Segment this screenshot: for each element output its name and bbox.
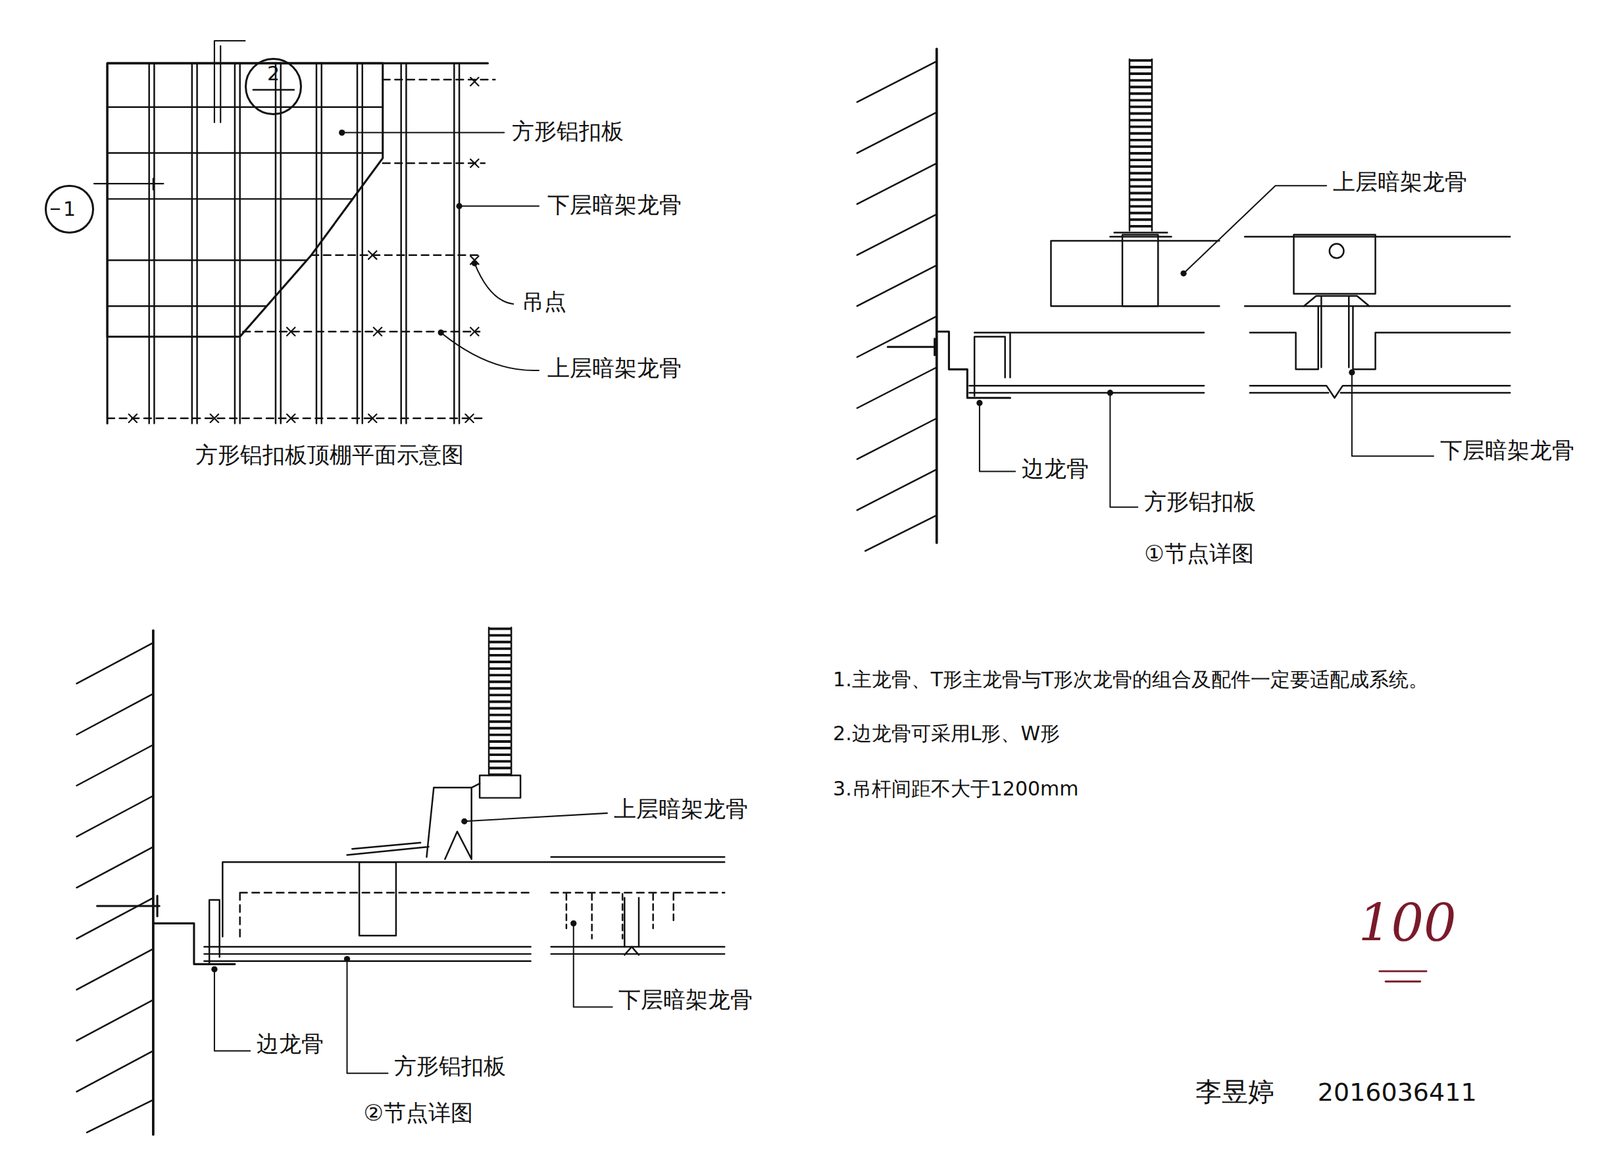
note-text: 1.主龙骨、T形主龙骨与T形次龙骨的组合及配件一定要适配成系统。	[831, 668, 1430, 692]
note-text: 3.吊杆间距不大于1200mm	[831, 777, 1080, 801]
part-label: 边龙骨	[1020, 455, 1091, 482]
part-label: 上层暗架龙骨	[1331, 169, 1469, 195]
part-label: 下层暗架龙骨	[617, 986, 754, 1013]
callout-number: 1	[63, 198, 76, 220]
signature: 李昱婷	[1194, 1076, 1276, 1107]
callout-circle: 1	[44, 184, 94, 234]
part-label: ②节点详图	[362, 1100, 475, 1126]
ceiling-plan	[51, 40, 539, 424]
part-label: 方形铝扣板	[1142, 488, 1258, 515]
part-label: 方形铝扣板顶棚平面示意图	[194, 442, 466, 468]
part-label: 方形铝扣板	[510, 118, 625, 145]
score-underline	[1379, 971, 1427, 982]
score-mark: 100	[1357, 894, 1458, 954]
note-text: 2.边龙骨可采用L形、W形	[831, 722, 1062, 746]
part-label: 方形铝扣板	[392, 1053, 508, 1079]
signature: 2016036411	[1316, 1078, 1479, 1108]
part-label: 下层暗架龙骨	[546, 192, 683, 218]
node-detail-2	[76, 627, 725, 1135]
part-label: 上层暗架龙骨	[546, 355, 683, 381]
part-label: ①节点详图	[1142, 540, 1255, 567]
part-label: 下层暗架龙骨	[1438, 437, 1576, 464]
node-detail-1	[857, 48, 1510, 551]
callout-circle: 2	[244, 57, 302, 116]
part-label: 上层暗架龙骨	[612, 796, 750, 822]
part-label: 吊点	[520, 288, 568, 315]
part-label: 边龙骨	[255, 1030, 325, 1057]
callout-number: 2	[267, 62, 280, 85]
